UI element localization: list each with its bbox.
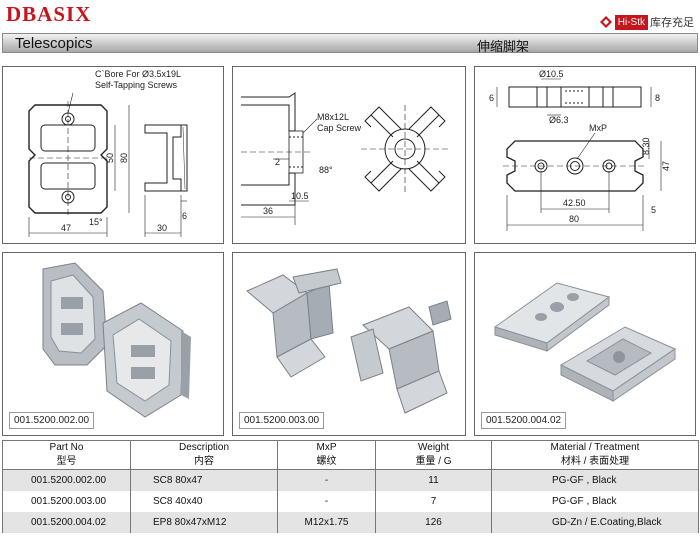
dim-d6-3: Ø6.3 xyxy=(549,115,569,125)
dim-8: 8 xyxy=(655,93,660,103)
cell-mxp: M12x1.75 xyxy=(277,511,376,533)
cell-part-no: 001.5200.003.00 xyxy=(2,490,131,512)
dim-5: 5 xyxy=(651,205,656,215)
dim-30: 30 xyxy=(157,223,167,233)
cell-part-no: 001.5200.002.00 xyxy=(2,469,131,491)
cell-description: EP8 80x47xM12 xyxy=(130,511,278,533)
cell-material: PG-GF , Black xyxy=(491,490,699,512)
photo-panel-3: 001.5200.004.02 xyxy=(474,252,696,436)
cell-material: PG-GF , Black xyxy=(491,469,699,491)
header-part-no: Part No xyxy=(2,440,131,455)
dim-47: 47 xyxy=(61,223,71,233)
stock-badge: Hi-Stk 库存充足 xyxy=(599,14,694,30)
header-material-cn: 材料 / 表面处理 xyxy=(491,455,699,470)
cell-weight: 126 xyxy=(375,511,492,533)
header-mxp: MxP xyxy=(277,440,376,455)
bore-label-line1: C`Bore For Ø3.5x19L xyxy=(95,69,181,79)
header-description: Description xyxy=(130,440,278,455)
drawing-panel-ep8-80x47: Ø10.5 Ø6.3 6 8 MxP 8.30 47 42.50 80 5 xyxy=(474,66,696,244)
dim-50: 50 xyxy=(105,153,115,163)
header-weight-cn: 重量 / G xyxy=(375,455,492,470)
dim-2: 2 xyxy=(275,157,280,167)
photo-panel-2: 001.5200.003.00 xyxy=(232,252,466,436)
header-description-cn: 内容 xyxy=(130,455,278,470)
badge-text: 库存充足 xyxy=(650,17,694,29)
table-row: 001.5200.004.02 EP8 80x47xM12 M12x1.75 1… xyxy=(2,511,699,533)
section-title-bar: Telescopics 伸缩脚架 xyxy=(2,33,698,54)
section-title-en: Telescopics xyxy=(15,35,93,52)
dim-36: 36 xyxy=(263,206,273,216)
bore-label-line2: Self-Tapping Screws xyxy=(95,80,178,90)
screw-label-line2: Cap Screw xyxy=(317,123,362,133)
drawing-panel-sc8-40x40: M8x12L Cap Screw 2 36 10.5 88° xyxy=(232,66,466,244)
header-part-no-cn: 型号 xyxy=(2,455,131,470)
side-view-outline xyxy=(144,124,188,192)
table-row: 001.5200.002.00 SC8 80x47 - 11 PG-GF , B… xyxy=(2,469,699,491)
header-mxp-cn: 螺纹 xyxy=(277,455,376,470)
dim-88-deg: 88° xyxy=(319,165,333,175)
dim-d10-5: Ø10.5 xyxy=(539,69,564,79)
cell-description: SC8 40x40 xyxy=(130,490,278,512)
screw-label-line1: M8x12L xyxy=(317,112,349,122)
header-weight: Weight xyxy=(375,440,492,455)
dim-6: 6 xyxy=(489,93,494,103)
dim-mxp: MxP xyxy=(589,123,607,133)
dim-8-30: 8.30 xyxy=(641,137,651,155)
cell-mxp: - xyxy=(277,469,376,491)
cell-part-no: 001.5200.004.02 xyxy=(2,511,131,533)
drawing-panel-sc8-80x47: C`Bore For Ø3.5x19L Self-Tapping Screws … xyxy=(2,66,224,244)
photo-caption-2: 001.5200.003.00 xyxy=(239,412,325,429)
photo-caption-1: 001.5200.002.00 xyxy=(9,412,95,429)
part-image-sc8-80x47 xyxy=(42,262,191,418)
cell-weight: 11 xyxy=(375,469,492,491)
table-row: 001.5200.003.00 SC8 40x40 - 7 PG-GF , Bl… xyxy=(2,490,699,512)
front-view-outline xyxy=(28,101,108,217)
photo-caption-3: 001.5200.004.02 xyxy=(481,412,567,429)
section-view-outline xyxy=(241,92,313,206)
hi-stk-logo-icon xyxy=(599,16,612,28)
dim-15-deg: 15° xyxy=(89,217,103,227)
header-material: Material / Treatment xyxy=(491,440,699,455)
top-section-outline xyxy=(508,86,642,108)
cell-material: GD-Zn / E.Coating,Black xyxy=(491,511,699,533)
cell-mxp: - xyxy=(277,490,376,512)
cell-description: SC8 80x47 xyxy=(130,469,278,491)
brand-logo: DBASIX xyxy=(6,2,92,26)
bottom-view-outline xyxy=(503,140,647,192)
photo-panel-1: 001.5200.002.00 xyxy=(2,252,224,436)
dim-80: 80 xyxy=(119,153,129,163)
dim-47: 47 xyxy=(661,161,671,171)
part-image-ep8-80x47-m12 xyxy=(493,282,677,402)
dim-6: 6 xyxy=(182,211,187,221)
dim-42-50: 42.50 xyxy=(563,198,586,208)
cell-weight: 7 xyxy=(375,490,492,512)
dim-10-5: 10.5 xyxy=(291,191,309,201)
specification-table: Part No Description MxP Weight Material … xyxy=(2,440,699,533)
badge-tag: Hi-Stk xyxy=(614,14,648,30)
section-title-cn: 伸缩脚架 xyxy=(476,39,529,54)
part-image-sc8-40x40 xyxy=(246,268,452,414)
dim-80: 80 xyxy=(569,214,579,224)
cross-shaped-profile xyxy=(361,105,449,193)
